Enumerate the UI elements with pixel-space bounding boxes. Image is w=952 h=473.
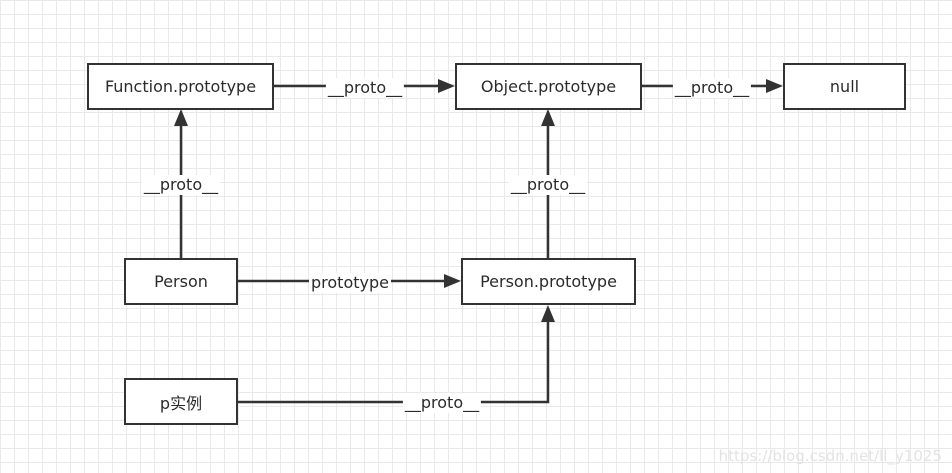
watermark: https://blog.csdn.net/ll_y1025 xyxy=(718,447,942,465)
node-p-instance: p实例 xyxy=(124,378,238,425)
label-object-to-null: __proto__ xyxy=(672,78,752,98)
node-person-prototype: Person.prototype xyxy=(461,258,636,305)
edge-p-to-person-proto xyxy=(238,320,550,404)
label-function-to-object: __proto__ xyxy=(325,78,405,98)
arrowhead-right-icon xyxy=(438,79,455,93)
arrowhead-right-icon xyxy=(444,274,461,288)
node-object-prototype: Object.prototype xyxy=(455,63,642,110)
arrowhead-up-icon xyxy=(541,305,555,322)
arrowhead-up-icon xyxy=(541,109,555,126)
label-person-to-function: __proto__ xyxy=(141,175,221,195)
label-person-proto-to-object: __proto__ xyxy=(508,175,588,195)
label-p-to-person-proto: __proto__ xyxy=(402,393,482,413)
arrowhead-right-icon xyxy=(766,79,783,93)
node-function-prototype: Function.prototype xyxy=(87,63,274,110)
label-person-to-person-proto: prototype xyxy=(309,273,391,293)
node-null: null xyxy=(783,63,906,110)
node-person: Person xyxy=(124,258,238,305)
arrowhead-up-icon xyxy=(174,109,188,126)
